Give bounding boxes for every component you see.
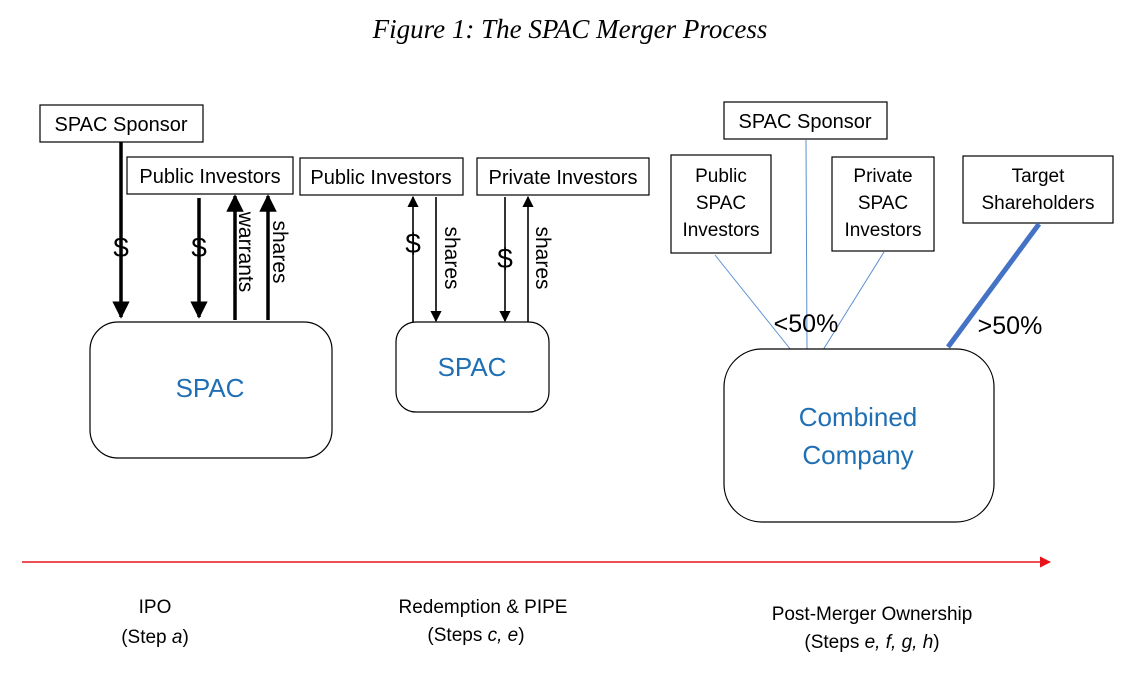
- lt50-label: <50%: [774, 310, 839, 338]
- redemption-private-investors-box: [476, 157, 650, 196]
- combined-company-box: [723, 348, 995, 523]
- post-public-line3: Investors: [682, 220, 759, 241]
- ipo-sponsor-label: SPAC Sponsor: [54, 114, 187, 136]
- timeline-post-steps: (Steps e, f, g, h): [804, 632, 939, 653]
- ipo-spac-label: SPAC: [176, 373, 245, 403]
- ipo-shares-label: shares: [268, 220, 291, 283]
- timeline-redemption-steps: (Steps c, e): [427, 625, 524, 646]
- timeline-ipo-steps: (Step a): [121, 627, 189, 648]
- redemption-spac-label: SPAC: [438, 352, 507, 382]
- post-private-line1: Private: [853, 166, 912, 187]
- post-sponsor-box: [723, 101, 888, 140]
- ipo-dollar-sponsor: $: [113, 232, 129, 263]
- pipe-shares-label: shares: [531, 226, 554, 289]
- post-private-line2: SPAC: [858, 193, 908, 214]
- ipo-warrants-label: warrants: [234, 211, 257, 293]
- sponsor-ownership-line: [805, 139, 808, 351]
- redemption-public-investors-box: [299, 157, 464, 196]
- ipo-public-investors-box: [126, 156, 294, 195]
- ipo-spac-box: [89, 321, 333, 459]
- redemption-dollar: $: [405, 228, 421, 259]
- public-ownership-line: [714, 254, 792, 351]
- post-public-line2: SPAC: [696, 193, 746, 214]
- figure-title: Figure 1: The SPAC Merger Process: [372, 14, 768, 44]
- pipe-dollar: $: [497, 243, 513, 274]
- target-ownership-line: [945, 222, 1042, 349]
- post-sponsor-label: SPAC Sponsor: [738, 111, 871, 133]
- post-public-spac-box: [670, 154, 772, 254]
- gt50-label: >50%: [978, 312, 1043, 340]
- private-ownership-line: [822, 251, 885, 351]
- redemption-public-investors-label: Public Investors: [310, 167, 451, 189]
- post-public-line1: Public: [695, 166, 747, 187]
- redemption-spac-box: [395, 321, 550, 413]
- post-target-line2: Shareholders: [981, 193, 1094, 214]
- ipo-dollar-investor: $: [191, 232, 207, 263]
- post-target-line1: Target: [1012, 166, 1066, 187]
- post-target-box: [962, 155, 1114, 224]
- redemption-private-investors-label: Private Investors: [489, 167, 638, 189]
- combined-line2: Company: [802, 440, 913, 470]
- ipo-public-investors-label: Public Investors: [139, 166, 280, 188]
- combined-line1: Combined: [799, 402, 918, 432]
- redemption-shares-label: shares: [440, 226, 463, 289]
- ipo-sponsor-box: [39, 104, 204, 143]
- post-private-line3: Investors: [844, 220, 921, 241]
- timeline-redemption-title: Redemption & PIPE: [399, 597, 568, 618]
- timeline-post-title: Post-Merger Ownership: [772, 604, 973, 625]
- post-private-spac-box: [831, 156, 935, 252]
- timeline-ipo-title: IPO: [139, 597, 172, 618]
